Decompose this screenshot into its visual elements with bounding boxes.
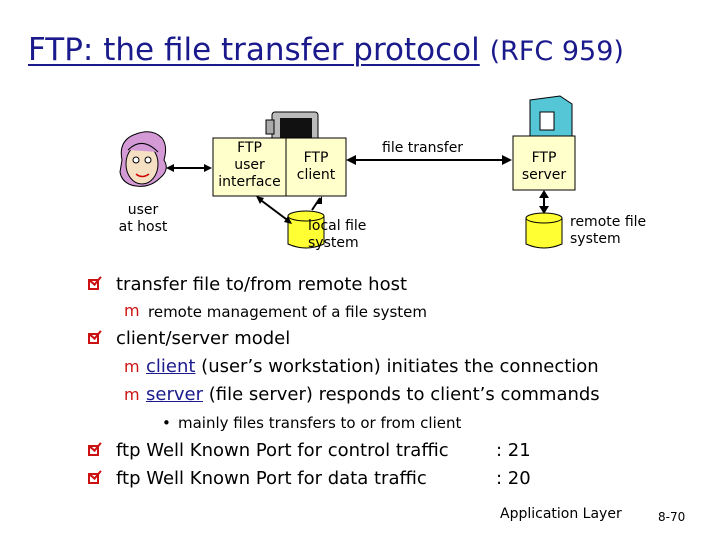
remote-disk-icon [525, 212, 563, 249]
ftp-server-box [512, 135, 576, 191]
local-file-system-label: local file system [308, 218, 366, 252]
sub-bullet-icon: m [124, 385, 140, 404]
ftp-ui-line2: user [234, 157, 265, 173]
remote-file-system-label: remote file system [570, 214, 646, 248]
sub-bullet-icon: m [124, 301, 140, 320]
ftp-server-line2: server [521, 167, 567, 183]
ftp-ui-line3: interface [218, 174, 281, 190]
page-number: 8-70 [658, 510, 686, 524]
bullet-checkbox-icon [88, 445, 99, 456]
bullet-client-server: client/server model [116, 328, 291, 349]
ftp-client-box [285, 137, 347, 197]
user-label-line2: at host [118, 219, 168, 235]
ftp-client-line1: FTP [303, 150, 329, 166]
bullet-data-port-label: ftp Well Known Port for data traffic [116, 468, 427, 489]
sub-bullet-icon: m [124, 357, 140, 376]
bullet-checkbox-icon [88, 473, 99, 484]
bullet-data-port-value: : 20 [496, 468, 531, 489]
user-label-line1: user [127, 202, 159, 218]
client-rest: (user’s workstation) initiates the conne… [195, 356, 599, 377]
title-main: FTP: the file transfer protocol [28, 32, 480, 68]
bullet-control-port-label: ftp Well Known Port for control traffic [116, 440, 449, 461]
ftp-client-label: FTP client [286, 150, 346, 184]
local-fs-line2: system [308, 235, 359, 251]
server-rest: (file server) responds to client’s comma… [202, 384, 600, 405]
bullet-client-initiates: client (user’s workstation) initiates th… [146, 356, 599, 378]
title-rfc: (RFC 959) [489, 36, 624, 67]
ftp-server-line1: FTP [531, 150, 557, 166]
bullet-mainly-files: mainly files transfers to or from client [178, 414, 462, 432]
bullet-checkbox-icon [88, 333, 99, 344]
ftp-user-interface-label: FTP user interface [213, 140, 286, 191]
remote-fs-line1: remote file [570, 214, 647, 230]
ftp-user-interface-box [212, 137, 287, 197]
server-link[interactable]: server [146, 384, 203, 405]
user-face-icon [119, 131, 167, 187]
ftp-ui-line1: FTP [237, 140, 262, 156]
user-at-host-label: user at host [108, 202, 178, 236]
bullet-server-responds: server (file server) responds to client’… [146, 384, 600, 406]
ftp-diagram [119, 95, 576, 249]
bullet-control-port-value: : 21 [496, 440, 531, 461]
client-link[interactable]: client [146, 356, 196, 377]
ftp-server-label: FTP server [513, 150, 575, 184]
local-fs-line1: local file [308, 218, 367, 234]
footer-section: Application Layer [500, 506, 622, 522]
bullet-checkbox-icon [88, 279, 99, 290]
bullet-remote-management: remote management of a file system [148, 303, 428, 321]
remote-fs-line2: system [570, 231, 621, 247]
ftp-client-line2: client [296, 167, 336, 183]
local-disk-icon [287, 210, 325, 249]
file-transfer-label: file transfer [382, 140, 464, 156]
sub-sub-bullet-icon: • [162, 414, 171, 432]
slide-title: FTP: the file transfer protocol (RFC 959… [28, 30, 624, 72]
bullet-transfer-file: transfer file to/from remote host [116, 274, 408, 295]
